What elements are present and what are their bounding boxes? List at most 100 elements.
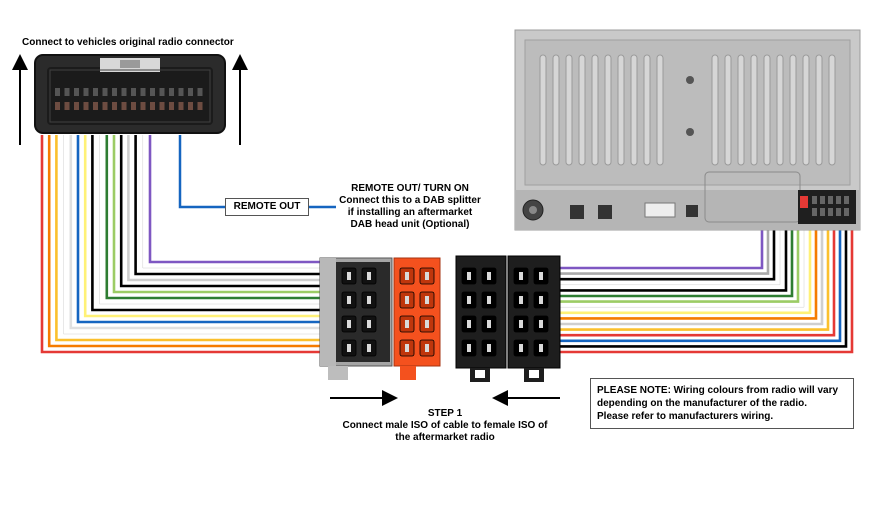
right-wire [560, 225, 824, 326]
right-wire [560, 225, 776, 281]
chassis-rib [828, 54, 836, 166]
radio-socket-pin [812, 196, 817, 204]
remote-out-label-box: REMOTE OUT [225, 198, 309, 216]
please-note-box: PLEASE NOTE: Wiring colours from radio w… [590, 378, 854, 429]
radio-head-unit [514, 29, 861, 231]
chassis-rib [724, 54, 732, 166]
female-iso-black-connector-2 [507, 255, 561, 382]
remote-note-line-1: REMOTE OUT/ TURN ON [351, 183, 469, 194]
iso-pin-terminal [347, 320, 351, 328]
right-wire-outline [560, 225, 781, 286]
left-wire [134, 135, 322, 276]
connector-pin [197, 88, 203, 96]
left-wire [83, 135, 322, 318]
step-1-instructions: STEP 1 Connect male ISO of cable to fema… [310, 408, 580, 444]
connector-pin [178, 102, 184, 110]
chassis-rib [776, 54, 784, 166]
iso-pin-terminal [367, 320, 371, 328]
left-wire [112, 135, 322, 294]
radio-socket-pin [836, 208, 841, 216]
iso-pin-terminal [467, 272, 471, 280]
left-wire-outline [99, 135, 322, 305]
iso-pin-terminal [347, 296, 351, 304]
chassis-rib [578, 54, 586, 166]
connector-pin [121, 88, 127, 96]
iso-pin-terminal [539, 272, 543, 280]
chassis-rib [604, 54, 612, 166]
chassis-rib [539, 54, 547, 166]
connector-pin [121, 102, 127, 110]
iso-pin-terminal [539, 344, 543, 352]
left-wire [76, 135, 322, 324]
male-iso-orange-connector [393, 257, 441, 380]
iso-pin-terminal [367, 344, 371, 352]
chassis-rib [617, 54, 625, 166]
please-note-line-2: depending on the manufacturer of the rad… [597, 398, 808, 409]
remote-note-line-3: if installing an aftermarket [347, 207, 473, 218]
right-wire-bundle [560, 225, 854, 354]
connector-pin [74, 102, 79, 110]
chassis-rib [711, 54, 719, 166]
connector-pin [83, 88, 89, 96]
iso-pin-terminal [425, 320, 429, 328]
chassis-rib [643, 54, 651, 166]
right-wire [560, 225, 788, 292]
right-wire [560, 225, 854, 354]
connector-pin [140, 88, 146, 96]
right-wire [560, 225, 764, 270]
connector-pin [93, 102, 98, 110]
chassis-rib [552, 54, 560, 166]
connector-pin [55, 88, 60, 96]
connector-pin [159, 88, 165, 96]
connector-pin [74, 88, 79, 96]
left-wire [55, 135, 322, 342]
connector-pin [102, 102, 108, 110]
please-note-line-3: Please refer to manufacturers wiring. [597, 411, 774, 422]
iso-pin-terminal [487, 296, 491, 304]
connector-pin [178, 88, 184, 96]
connector-pin [188, 102, 193, 110]
radio-socket-pin [836, 196, 841, 204]
connector-pin [140, 102, 146, 110]
iso-pin-terminal [467, 296, 471, 304]
connector-pin [131, 102, 136, 110]
connector-pin [169, 102, 174, 110]
iso-pin-terminal [519, 272, 523, 280]
left-wire [47, 135, 322, 348]
connector-pin [93, 88, 98, 96]
radio-socket-pin [844, 196, 849, 204]
connector-pin [150, 102, 155, 110]
chassis-rib [591, 54, 599, 166]
iso-pin-terminal [425, 296, 429, 304]
iso-pin-terminal [519, 344, 523, 352]
left-wire [69, 135, 322, 330]
right-wire [560, 225, 794, 298]
female-iso-black-connector-1 [455, 255, 507, 382]
please-note-line-1: PLEASE NOTE: Wiring colours from radio w… [597, 385, 839, 396]
left-wire [98, 135, 322, 306]
step-line-2: the aftermarket radio [395, 432, 495, 443]
radio-socket-pin [820, 208, 825, 216]
left-wire [91, 135, 322, 312]
left-wire [127, 135, 322, 282]
iso-pin-terminal [539, 296, 543, 304]
connector-pin [64, 88, 70, 96]
connector-pin [112, 102, 117, 110]
iso-pin-terminal [487, 272, 491, 280]
connector-pin [83, 102, 89, 110]
chassis-rib [815, 54, 823, 166]
iso-pin-terminal [367, 272, 371, 280]
male-iso-grey-connector [319, 257, 393, 380]
right-wire [560, 225, 830, 331]
radio-socket-pin [812, 208, 817, 216]
right-wire [560, 225, 770, 275]
radio-socket-pin [820, 196, 825, 204]
iso-pin-terminal [425, 344, 429, 352]
iso-pin-terminal [467, 344, 471, 352]
iso-pin-terminal [347, 344, 351, 352]
right-wire [560, 225, 818, 320]
chassis-rib [789, 54, 797, 166]
iso-pin-terminal [367, 296, 371, 304]
remote-note-line-2: Connect this to a DAB splitter [339, 195, 481, 206]
iso-pin-terminal [405, 344, 409, 352]
